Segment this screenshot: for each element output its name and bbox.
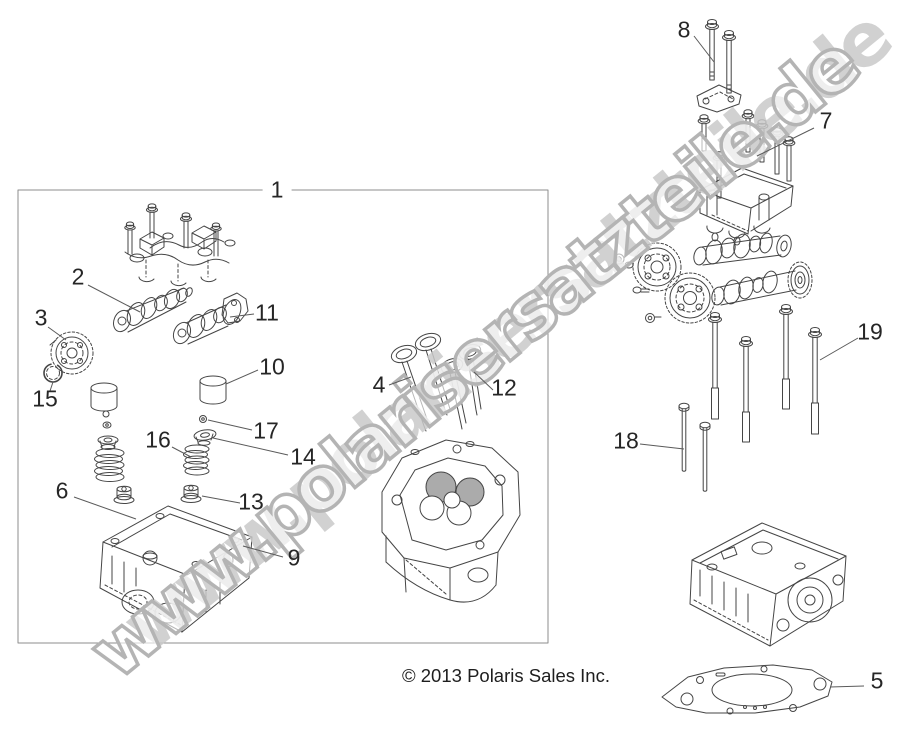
callout-13: 13 xyxy=(238,488,264,515)
callout-4: 4 xyxy=(372,371,386,398)
callout-5: 5 xyxy=(870,667,884,694)
rocker-arm-assembly xyxy=(124,203,235,286)
callout-14: 14 xyxy=(290,443,316,470)
callout-18: 18 xyxy=(613,427,639,454)
spring-retainer-right xyxy=(193,429,216,446)
callout-10: 10 xyxy=(259,353,285,380)
camshaft-front xyxy=(110,287,193,335)
cylinder-head-bottom-view xyxy=(100,506,252,632)
valve-stem-seal-left xyxy=(114,486,134,503)
callout-6: 6 xyxy=(55,477,69,504)
cam-chain-sprockets xyxy=(633,243,715,323)
valve-keeper-right xyxy=(200,416,207,423)
camshaft-pair-right xyxy=(692,232,812,306)
callout-17: 17 xyxy=(253,417,279,444)
carrier-bolts-long xyxy=(705,19,736,94)
callout-3: 3 xyxy=(34,304,48,331)
callout-7: 7 xyxy=(819,107,833,134)
sprocket-hardware xyxy=(614,254,661,323)
head-gasket xyxy=(662,665,832,714)
valves xyxy=(389,330,482,431)
cylinder-head-right-view xyxy=(690,523,846,646)
valve-spring-right xyxy=(184,445,210,475)
callout-12: 12 xyxy=(491,374,517,401)
callout-9: 9 xyxy=(287,544,301,571)
camshaft-rear xyxy=(170,293,248,346)
spring-retainer-left xyxy=(98,436,118,450)
carrier-bolts xyxy=(697,109,796,198)
cylinder-head-top-view xyxy=(382,440,520,602)
valve-spring-left xyxy=(95,449,125,482)
valve-keeper-left xyxy=(103,411,111,428)
callout-8: 8 xyxy=(677,16,691,43)
head-studs xyxy=(678,402,711,491)
copyright-text: © 2013 Polaris Sales Inc. xyxy=(402,665,610,686)
valve-stem-seal-right xyxy=(181,485,201,502)
callout-19: 19 xyxy=(857,318,883,345)
callout-2: 2 xyxy=(71,263,85,290)
bracket-plate xyxy=(697,85,741,112)
callout-1: 1 xyxy=(262,178,292,202)
callout-16: 16 xyxy=(145,426,171,453)
callout-15: 15 xyxy=(32,385,58,412)
head-bolts-long xyxy=(708,304,822,443)
cam-carrier-assembly xyxy=(700,168,793,245)
callout-11: 11 xyxy=(255,299,279,326)
cam-sprocket xyxy=(50,332,93,374)
